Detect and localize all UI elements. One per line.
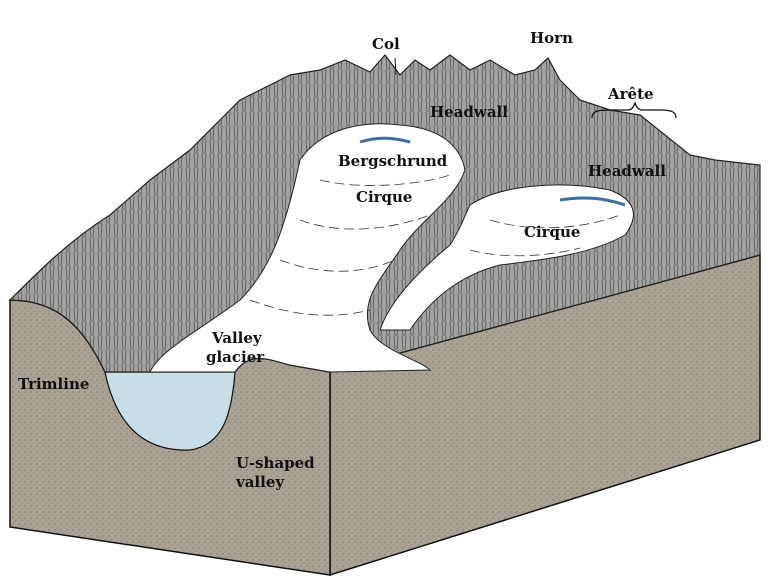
label-col: Col xyxy=(372,35,400,53)
label-u-shaped-valley-line1: U-shaped xyxy=(236,454,315,472)
label-headwall-right: Headwall xyxy=(588,162,666,180)
label-cirque-right: Cirque xyxy=(524,223,581,241)
main-cirque-glacier xyxy=(149,123,466,373)
glacier-flow-lines xyxy=(249,174,621,316)
col-pointer xyxy=(394,57,397,76)
bergschrund-crevasse xyxy=(359,136,411,144)
label-horn: Horn xyxy=(530,29,573,47)
label-headwall-main: Headwall xyxy=(430,103,508,121)
bergschrund-crevasse-right xyxy=(559,196,626,207)
arete-brace xyxy=(591,101,677,119)
label-bergschrund: Bergschrund xyxy=(338,152,448,170)
right-cirque-glacier xyxy=(379,184,634,331)
label-valley-glacier-line2: glacier xyxy=(206,348,265,366)
valley-ice-cross-section xyxy=(104,371,236,451)
label-u-shaped-valley-line2: valley xyxy=(236,473,285,491)
label-valley-glacier-line1: Valley xyxy=(212,329,262,347)
label-trimline: Trimline xyxy=(18,375,90,393)
label-arete: Arête xyxy=(608,85,654,103)
label-cirque-main: Cirque xyxy=(356,188,413,206)
